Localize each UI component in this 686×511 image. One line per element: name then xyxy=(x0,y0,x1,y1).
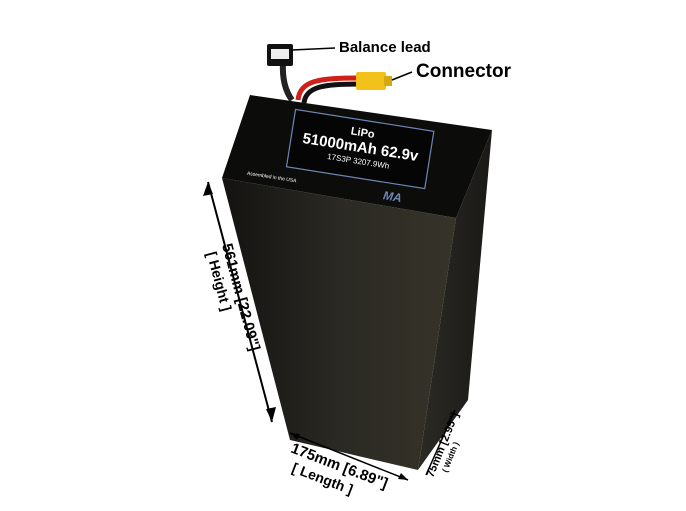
height-arrow xyxy=(207,181,273,423)
balance-lead xyxy=(267,44,295,102)
width-arrow xyxy=(425,409,456,476)
battery-front-face xyxy=(222,178,456,470)
battery-label: LiPo 51000mAh 62.9v 17S3P 3207.9Wh Assem… xyxy=(246,108,435,205)
xt-connector xyxy=(356,72,386,90)
connector-pointer xyxy=(391,71,413,81)
brand-logo: MA xyxy=(382,188,403,205)
battery-side-face xyxy=(418,130,492,470)
main-leads xyxy=(295,72,392,104)
balance-lead-callout: Balance lead xyxy=(339,39,431,56)
label-chemistry: LiPo xyxy=(350,125,376,141)
balance-lead-pointer xyxy=(291,47,336,51)
connector-callout: Connector xyxy=(416,61,512,82)
length-arrow xyxy=(289,432,409,481)
